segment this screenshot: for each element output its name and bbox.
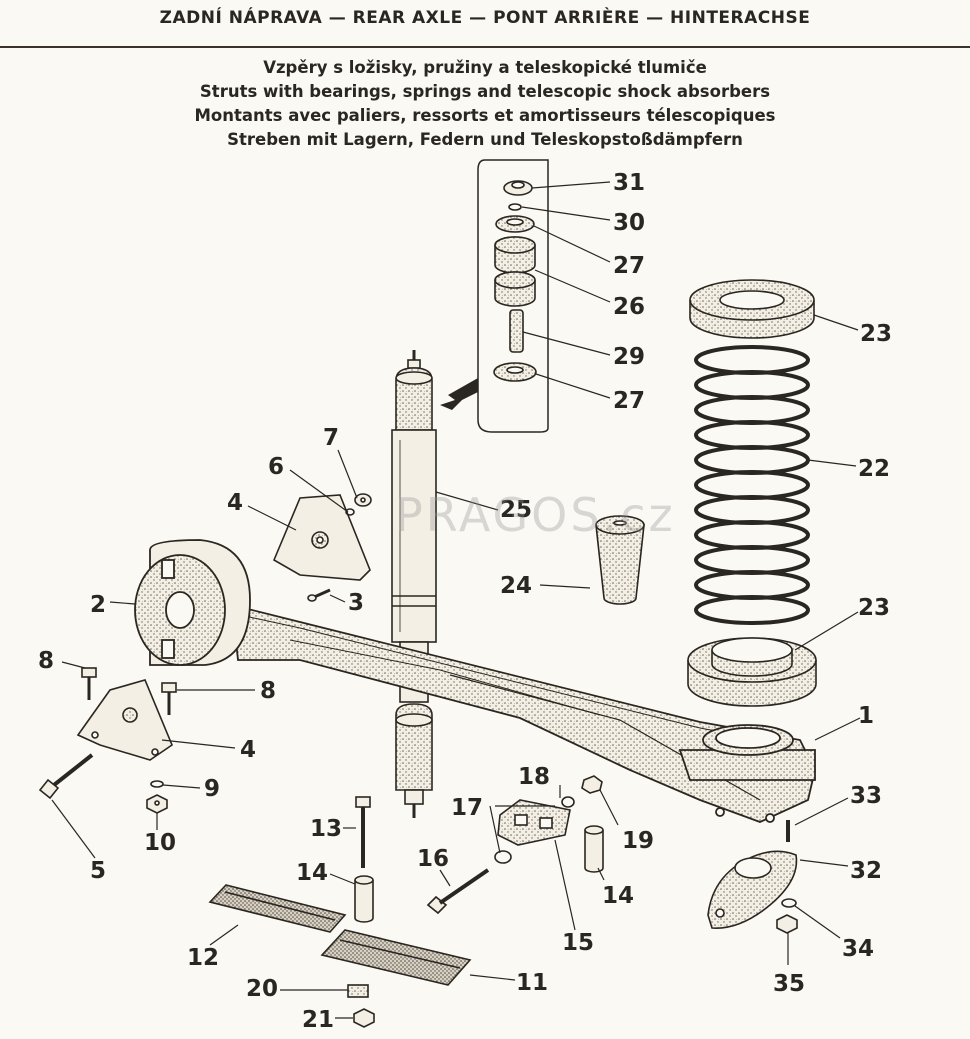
rubber-block-part-15 (497, 799, 571, 846)
bump-stop-part-24 (595, 515, 645, 605)
callout-23-bottom: 23 (858, 595, 890, 621)
callout-30: 30 (613, 210, 645, 236)
callout-26: 26 (613, 294, 645, 320)
callout-1: 1 (858, 703, 874, 729)
mount-kit-group (477, 159, 549, 433)
spring-seat-part-23-bottom (687, 637, 817, 707)
nut-part-7 (354, 493, 372, 507)
header: ZADNÍ NÁPRAVA — REAR AXLE — PONT ARRIÈRE… (0, 0, 970, 48)
callout-22: 22 (858, 456, 890, 482)
callout-6: 6 (268, 454, 284, 480)
callout-27-bottom: 27 (613, 388, 645, 414)
callout-2: 2 (90, 592, 106, 618)
callout-13: 13 (310, 816, 342, 842)
callout-15: 15 (562, 930, 594, 956)
washer-part-18 (561, 796, 575, 808)
callout-3: 3 (348, 590, 364, 616)
callout-4-lower: 4 (240, 737, 256, 763)
callout-12: 12 (187, 945, 219, 971)
pad-part-11 (320, 929, 472, 986)
mount-kit-frame (477, 159, 549, 433)
trailing-arm-part-1 (134, 539, 816, 823)
callout-23-top: 23 (860, 321, 892, 347)
callout-27-top: 27 (613, 253, 645, 279)
callout-25: 25 (500, 497, 532, 523)
callout-4-upper: 4 (227, 490, 243, 516)
callout-19: 19 (622, 828, 654, 854)
nut-part-35 (776, 914, 798, 934)
callout-32: 32 (850, 858, 882, 884)
callout-8-left: 8 (38, 648, 54, 674)
bolt-part-8-left (81, 667, 97, 700)
callout-24: 24 (500, 573, 532, 599)
washer-part-34 (781, 898, 797, 908)
bracket-part-4-upper (272, 494, 371, 581)
callout-21: 21 (302, 1007, 334, 1033)
callout-9: 9 (204, 776, 220, 802)
nut-part-21 (353, 1008, 375, 1028)
watermark: PRAGOS.cz (395, 488, 676, 542)
sleeve-part-14-left (354, 875, 374, 923)
coil-spring-part-22 (694, 345, 810, 625)
subtitle-czech: Vzpěry s ložisky, pružiny a teleskopické… (263, 58, 707, 77)
callout-8-right: 8 (260, 678, 276, 704)
bolt-part-8-right (161, 682, 177, 715)
kit-arrow (440, 378, 478, 410)
washer-part-9 (150, 780, 164, 788)
callout-numbers: 31 30 27 26 29 27 23 22 23 1 24 25 7 6 4… (38, 170, 892, 1033)
callout-10: 10 (144, 830, 176, 856)
spring-seat-part-23-top (689, 279, 815, 339)
sleeve-part-14-right (584, 825, 604, 873)
callout-18: 18 (518, 764, 550, 790)
nut-part-10 (146, 794, 168, 814)
callout-31: 31 (613, 170, 645, 196)
subtitle-english: Struts with bearings, springs and telesc… (199, 82, 771, 101)
callout-35: 35 (773, 971, 805, 997)
pad-part-12 (208, 884, 347, 933)
bolt-part-5 (38, 753, 94, 800)
washer-part-30 (508, 203, 522, 211)
sleeve-part-29 (509, 309, 524, 353)
washer-part-17 (494, 850, 512, 864)
nut-part-19 (581, 775, 603, 794)
bolt-part-3 (307, 588, 331, 602)
callout-17: 17 (451, 795, 483, 821)
callout-33: 33 (850, 783, 882, 809)
shock-absorber-part-25 (391, 350, 437, 818)
callout-29: 29 (613, 344, 645, 370)
callout-16: 16 (417, 846, 449, 872)
callout-14-left: 14 (296, 860, 328, 886)
bracket-part-4-lower (76, 679, 173, 761)
callout-11: 11 (516, 970, 548, 996)
callout-34: 34 (842, 936, 874, 962)
plate-part-32 (707, 850, 798, 929)
washer-part-20 (347, 984, 369, 998)
fasteners-group (38, 493, 798, 1028)
bolt-part-16 (426, 868, 490, 915)
washer-part-6 (345, 508, 355, 516)
subtitle-block: Vzpěry s ložisky, pružiny a teleskopické… (0, 56, 970, 152)
bolt-part-13 (355, 796, 371, 868)
leader-lines (51, 181, 861, 1019)
callout-7: 7 (323, 425, 339, 451)
callout-5: 5 (90, 858, 106, 884)
subtitle-german: Streben mit Lagern, Federn und Teleskops… (227, 130, 743, 149)
page-title: ZADNÍ NÁPRAVA — REAR AXLE — PONT ARRIÈRE… (159, 8, 811, 28)
callout-14-right: 14 (602, 883, 634, 909)
subtitle-french: Montants avec paliers, ressorts et amort… (194, 106, 776, 125)
callout-20: 20 (246, 976, 278, 1002)
